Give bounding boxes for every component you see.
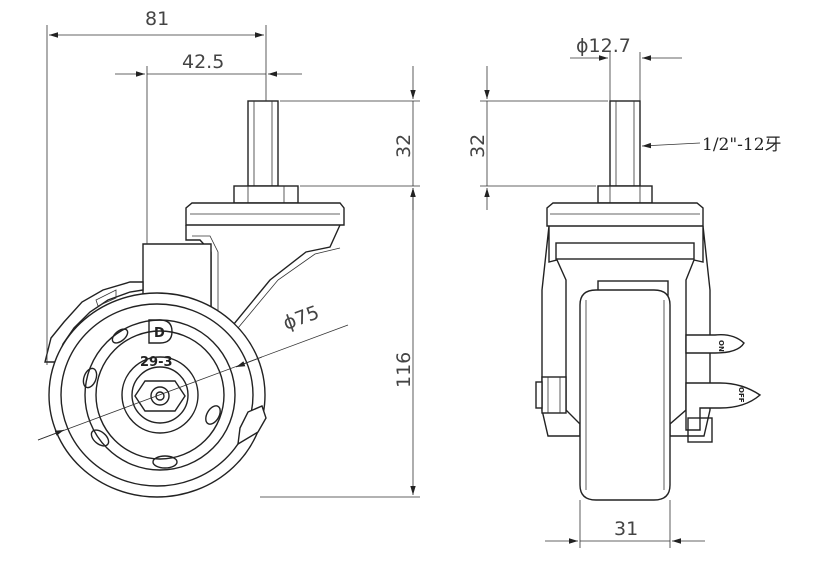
wheel-front (579, 289, 671, 501)
dimension-42-5: 42.5 (115, 51, 302, 244)
dim-wheel-width: 31 (614, 518, 638, 540)
wheel-side (48, 292, 266, 498)
dimension-32-right: 32 (467, 66, 608, 210)
dimension-31: 31 (545, 500, 705, 548)
threaded-stem-front (609, 100, 641, 187)
brake-off-label: OFF (737, 387, 745, 403)
threaded-stem (247, 100, 279, 187)
dim-stem-length-right: 32 (467, 134, 489, 158)
axle-bolt (541, 376, 567, 414)
thread-callout: 1/2"-12牙 (641, 135, 782, 155)
dim-offset: 42.5 (182, 51, 224, 73)
dimension-12-7: ϕ12.7 (570, 35, 682, 101)
brake-on-label: ON (717, 340, 725, 352)
brake-on-tab: ON (685, 333, 745, 354)
hex-nut-front (597, 185, 653, 204)
brand-letter: D (154, 326, 165, 341)
dim-height: 116 (393, 352, 415, 388)
front-view: ON OFF (535, 100, 762, 501)
dimension-116: 116 (260, 188, 420, 498)
dim-stem-diameter: ϕ12.7 (576, 35, 631, 57)
brake-off-tab: OFF (685, 382, 762, 431)
dim-wheel-diameter: ϕ75 (280, 301, 322, 334)
dimension-32-left: 32 (280, 66, 420, 210)
dim-stem-length-left: 32 (393, 134, 415, 158)
model-number: 29-3 (140, 355, 173, 370)
thread-spec: 1/2"-12牙 (702, 135, 782, 155)
hex-nut (233, 185, 299, 204)
dim-overall-width: 81 (145, 8, 169, 30)
axle-nut-icon (134, 380, 186, 412)
brake-lever-lower (237, 405, 267, 446)
dimension-81: 81 (46, 8, 267, 365)
side-view: D 29-3 (44, 100, 345, 498)
brand-logo: D (148, 319, 173, 344)
swivel-top-plate-front (546, 202, 704, 227)
